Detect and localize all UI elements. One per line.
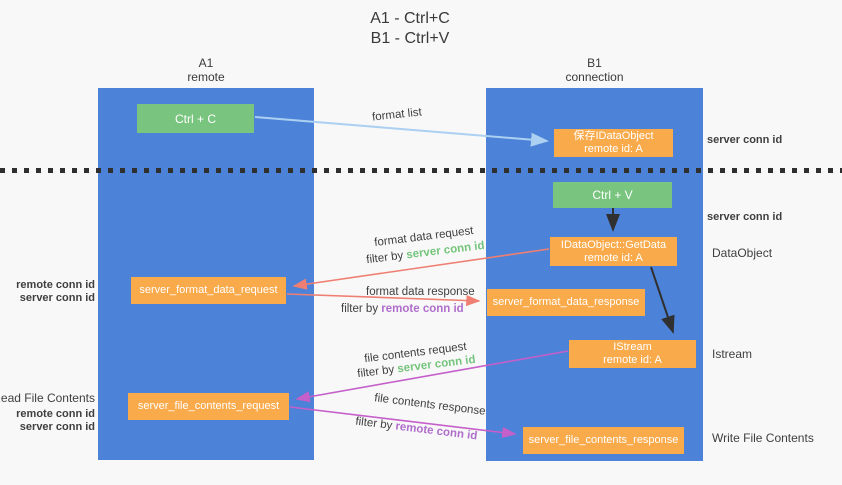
filter-by-text: filter by <box>341 303 379 315</box>
server-conn-id-left-label-1: server conn id <box>19 292 95 304</box>
getdata-line2: remote id: A <box>584 251 643 264</box>
server-conn-id-right-label-1: server conn id <box>707 134 783 146</box>
lane-header-b1: B1 connection <box>486 56 703 84</box>
server-file-contents-request-label: server_file_contents_request <box>137 400 280 412</box>
server-conn-id-right-label-2: server conn id <box>707 211 783 223</box>
format-data-response-label: format data response <box>366 286 475 298</box>
lane-header-a1: A1 remote <box>98 56 314 84</box>
dotted-separator-line <box>0 168 842 173</box>
istream-box: IStream remote id: A <box>569 340 696 368</box>
server-file-contents-response-box: server_file_contents_response <box>523 427 684 454</box>
istream-line2: remote id: A <box>603 354 662 366</box>
read-file-contents-label: Read File Contents <box>0 391 95 405</box>
server-format-data-request-label: server_format_data_request <box>139 284 278 296</box>
ctrl-v-box: Ctrl + V <box>553 182 672 208</box>
ctrl-c-box: Ctrl + C <box>137 104 254 133</box>
remote-conn-id-left-label-2: remote conn id <box>16 408 95 420</box>
istream-side-label: Istream <box>712 347 753 361</box>
ctrl-c-label: Ctrl + C <box>174 111 216 126</box>
format-list-label: format list <box>371 106 423 124</box>
lane-b1-subtitle: connection <box>565 70 624 84</box>
server-file-contents-request-box: server_file_contents_request <box>128 393 289 420</box>
lane-a1-subtitle: remote <box>187 70 225 84</box>
server-format-data-response-box: server_format_data_response <box>487 289 645 316</box>
remote-conn-id-text: remote conn id <box>381 303 464 315</box>
remote-conn-id-left-label-1: remote conn id <box>16 279 95 291</box>
istream-line1: IStream <box>613 341 652 353</box>
save-idataobject-box: 保存IDataObject remote id: A <box>554 129 673 157</box>
filter-by-remote-conn-id-label-2: filter by remote conn id <box>355 416 478 443</box>
server-file-contents-response-label: server_file_contents_response <box>528 434 679 446</box>
remote-conn-id-text: remote conn id <box>394 420 478 443</box>
file-contents-response-label: file contents response <box>373 392 487 418</box>
filter-by-text: filter by <box>356 363 395 381</box>
title-line-1: A1 - Ctrl+C <box>370 10 450 27</box>
filter-by-text: filter by <box>354 415 393 432</box>
filter-by-remote-conn-id-label-1: filter by remote conn id <box>341 303 464 315</box>
server-format-data-response-label: server_format_data_response <box>492 296 640 308</box>
write-file-contents-label: Write File Contents <box>712 431 814 445</box>
ctrl-v-label: Ctrl + V <box>592 188 633 202</box>
diagram-title: A1 - Ctrl+C B1 - Ctrl+V <box>300 9 520 49</box>
filter-by-text: filter by <box>365 249 404 267</box>
idataobject-getdata-box: IDataObject::GetData remote id: A <box>550 237 677 266</box>
lane-b1-name: B1 <box>587 56 602 70</box>
dataobject-side-label: DataObject <box>712 246 773 260</box>
title-line-2: B1 - Ctrl+V <box>370 30 450 47</box>
save-idataobject-line2: remote id: A <box>584 143 643 155</box>
server-format-data-request-box: server_format_data_request <box>131 277 286 304</box>
server-conn-id-left-label-2: server conn id <box>19 421 95 433</box>
getdata-line1: IDataObject::GetData <box>560 238 667 251</box>
lane-a1-name: A1 <box>198 56 214 70</box>
save-idataobject-line1: 保存IDataObject <box>573 130 654 142</box>
